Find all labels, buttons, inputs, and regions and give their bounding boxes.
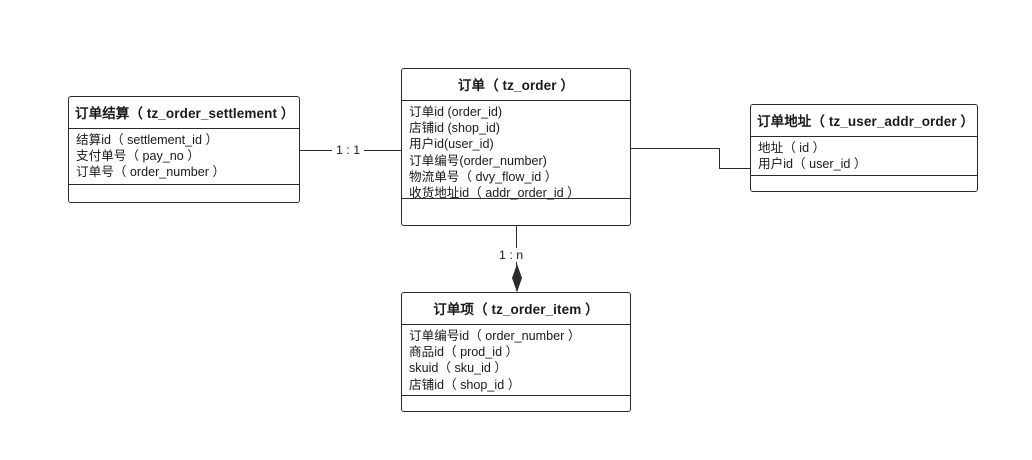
attribute-row: 商品id（ prod_id ） — [409, 345, 519, 360]
attribute-row: 店铺id (shop_id) — [409, 121, 500, 136]
entity-title-tz-order-item: 订单项（ tz_order_item ） — [402, 293, 630, 325]
edge-label-order-orderitem: 1 : n — [495, 248, 528, 262]
entity-tz-order-settlement[interactable]: 订单结算（ tz_order_settlement ） 结算id（ settle… — [68, 96, 300, 203]
edge-label-settlement-order: 1 : 1 — [332, 143, 365, 157]
entity-footer-tz-user-addr-order — [751, 176, 977, 195]
entity-attributes-tz-order-item: 订单编号id（ order_number ） 商品id（ prod_id ） s… — [402, 325, 630, 396]
entity-attributes-tz-user-addr-order: 地址（ id ） 用户id（ user_id ） — [751, 137, 977, 176]
attribute-row: 订单编号id（ order_number ） — [409, 329, 581, 343]
attribute-row: 用户id（ user_id ） — [758, 157, 867, 172]
entity-title-tz-order-settlement: 订单结算（ tz_order_settlement ） — [69, 97, 299, 129]
connector-order-address-vertical — [719, 148, 720, 169]
attribute-row: 支付单号（ pay_no ） — [76, 149, 200, 164]
entity-footer-tz-order-item — [402, 396, 630, 416]
relationship-arrowhead-icon — [508, 264, 526, 292]
entity-tz-order[interactable]: 订单（ tz_order ） 订单id (order_id) 店铺id (sho… — [401, 68, 631, 226]
attribute-row: 物流单号（ dvy_flow_id ） — [409, 169, 558, 184]
attribute-row: 用户id(user_id) — [409, 137, 494, 152]
entity-attributes-tz-order-settlement: 结算id（ settlement_id ） 支付单号（ pay_no ） 订单号… — [69, 129, 299, 185]
attribute-row: 订单id (order_id) — [409, 105, 503, 119]
entity-tz-order-item[interactable]: 订单项（ tz_order_item ） 订单编号id（ order_numbe… — [401, 292, 631, 412]
entity-attributes-tz-order: 订单id (order_id) 店铺id (shop_id) 用户id(user… — [402, 101, 630, 201]
attribute-row: 订单编号(order_number) — [409, 153, 547, 168]
attribute-row: skuid（ sku_id ） — [409, 361, 507, 376]
attribute-row: 收货地址id（ addr_order_id ） — [409, 186, 580, 201]
attribute-row: 订单号（ order_number ） — [76, 165, 226, 180]
attribute-row: 地址（ id ） — [758, 141, 826, 155]
entity-title-tz-user-addr-order: 订单地址（ tz_user_addr_order ） — [751, 105, 977, 137]
entity-footer-tz-order-settlement — [69, 185, 299, 208]
connector-order-address-horizontal — [630, 148, 720, 149]
entity-title-tz-order: 订单（ tz_order ） — [402, 69, 630, 101]
connector-order-address-stub — [719, 168, 751, 169]
attribute-row: 店铺id（ shop_id ） — [409, 377, 521, 392]
entity-tz-user-addr-order[interactable]: 订单地址（ tz_user_addr_order ） 地址（ id ） 用户id… — [750, 104, 978, 192]
attribute-row: 结算id（ settlement_id ） — [76, 133, 219, 147]
entity-footer-tz-order — [402, 199, 630, 224]
